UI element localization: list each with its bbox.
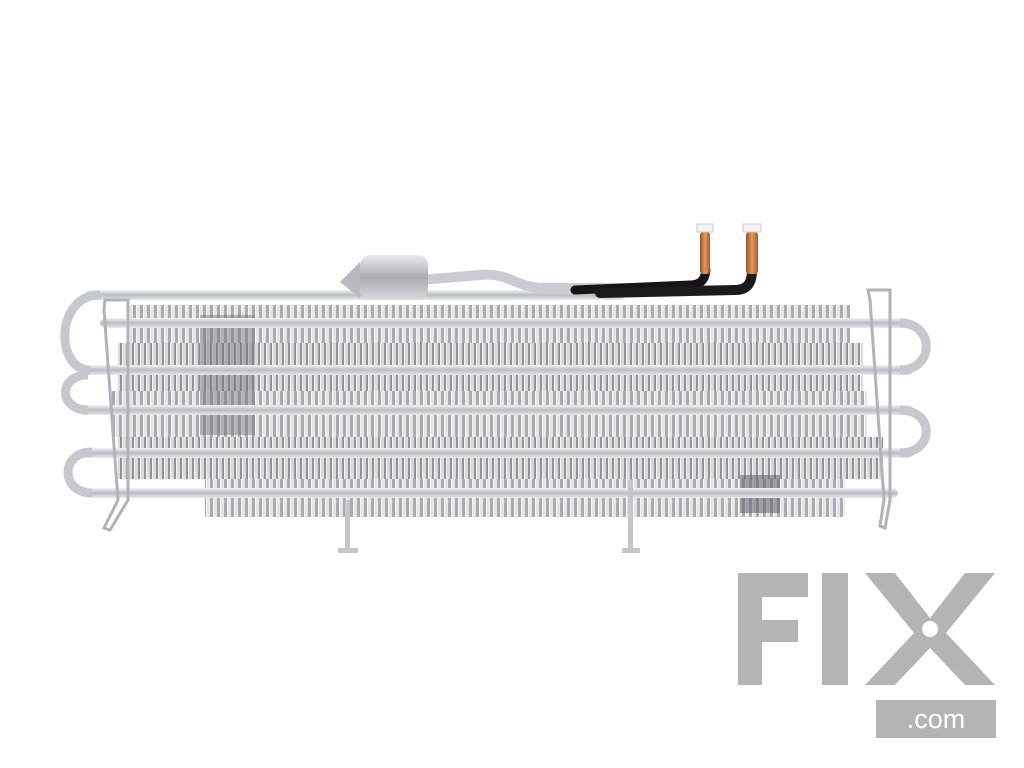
tube	[78, 365, 913, 375]
accumulator-cap	[340, 262, 360, 298]
u-bend-left	[60, 290, 101, 375]
u-bend-right	[899, 405, 931, 458]
fix-logo-watermark: .com	[738, 573, 996, 738]
tube	[100, 318, 910, 328]
mount-leg	[338, 548, 358, 553]
u-bend-left	[61, 370, 89, 415]
tube	[78, 448, 913, 458]
accumulator	[360, 255, 428, 300]
watermark-com-box	[876, 700, 996, 738]
evaporator-coil	[60, 223, 931, 553]
watermark-letter-i	[822, 573, 848, 685]
mount-leg	[622, 548, 640, 553]
tube	[85, 290, 625, 300]
tube	[88, 488, 898, 498]
copper-cap	[696, 223, 714, 233]
copper-stub	[700, 232, 710, 274]
mount-leg	[628, 480, 633, 550]
bracket-right	[866, 288, 892, 531]
tube	[78, 405, 913, 415]
watermark-com-text: .com	[907, 704, 966, 734]
copper-stub	[746, 232, 758, 274]
bracket-left	[101, 298, 130, 532]
mount-leg	[345, 500, 350, 550]
copper-cap	[742, 223, 762, 233]
u-bend-right	[899, 318, 931, 375]
suction-tube	[415, 269, 705, 293]
u-bend-left	[63, 447, 93, 498]
